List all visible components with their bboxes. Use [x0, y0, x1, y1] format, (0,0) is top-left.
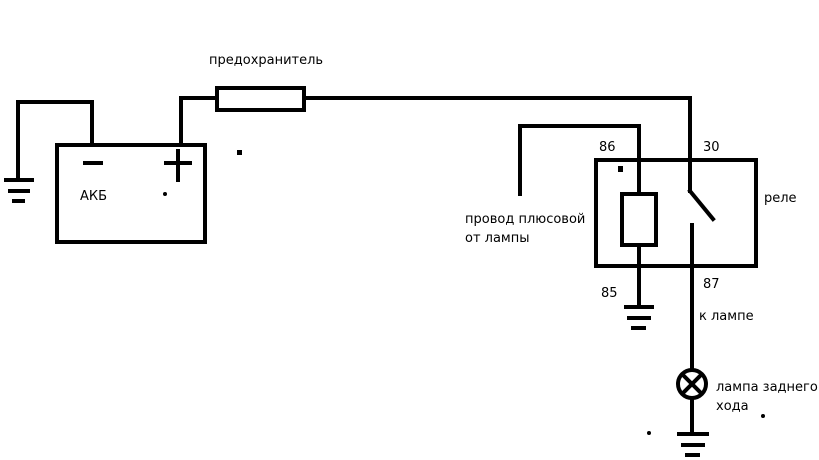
lamp-symbol	[676, 368, 708, 400]
battery-label: АКБ	[80, 189, 107, 204]
plus-wire-label-line1: провод плюсовой	[465, 212, 585, 227]
fuse-symbol	[215, 86, 306, 112]
pin-30-label: 30	[703, 140, 720, 155]
stray-mark	[237, 150, 242, 155]
relay-coil	[620, 192, 658, 247]
lamp-label-line1: лампа заднего	[716, 380, 818, 395]
ground-symbol-battery	[4, 178, 34, 203]
plus-wire-label-line2: от лампы	[465, 231, 530, 246]
to-lamp-label: к лампе	[699, 309, 754, 324]
ground-symbol-85	[624, 305, 654, 330]
lamp-plus-wire	[518, 124, 641, 196]
stray-dot-right	[761, 414, 765, 418]
pin-86-label: 86	[599, 140, 616, 155]
pin-30-wire	[302, 96, 692, 193]
battery-plus-sign	[164, 149, 192, 182]
relay-switch-contact	[687, 188, 716, 222]
relay-box	[594, 158, 758, 268]
battery-plus-wire	[179, 96, 219, 147]
ground-symbol-lamp	[677, 432, 709, 457]
battery-ground-wire	[16, 100, 94, 180]
lamp-label-line2: хода	[716, 399, 749, 414]
relay-label: реле	[764, 191, 797, 206]
pin-85-label: 85	[601, 286, 618, 301]
fuse-label: предохранитель	[209, 53, 323, 68]
relay-dot	[618, 166, 623, 172]
battery-dot	[163, 192, 167, 196]
battery-box	[55, 143, 207, 244]
pin-87-label: 87	[703, 277, 720, 292]
stray-dot-left	[647, 431, 651, 435]
